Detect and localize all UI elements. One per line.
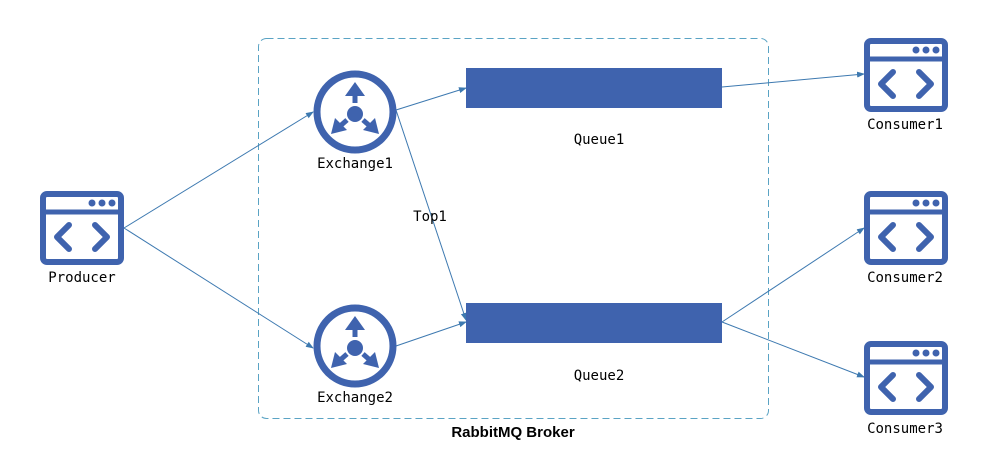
producer-node: Producer (43, 194, 121, 286)
queue2-node: Queue2 (466, 303, 722, 384)
arrow-queue2-to-consumer3 (721, 321, 865, 378)
consumer3-node: Consumer3 (867, 344, 945, 437)
exchange-router-icon (317, 74, 393, 150)
arrow-exchange1-to-queue2 (395, 109, 467, 321)
queue1-node: Queue1 (466, 68, 722, 148)
arrow-producer-to-exchange2 (123, 227, 314, 349)
exchange1-label: Exchange1 (317, 156, 393, 172)
arrow-queue1-to-consumer1 (721, 71, 865, 88)
consumer1-label: Consumer1 (867, 117, 943, 133)
producer-label: Producer (48, 270, 115, 286)
consumer2-label: Consumer2 (867, 270, 943, 286)
exchange-router-icon (317, 308, 393, 384)
app-window-code-icon (43, 194, 121, 262)
arrow-queue2-to-consumer2 (721, 227, 865, 323)
queue1-bar (466, 68, 722, 108)
edge-label-top1: Top1 (413, 209, 447, 225)
arrow-producer-to-exchange1 (123, 111, 314, 229)
queue1-label: Queue1 (574, 132, 625, 148)
arrow-exchange2-to-queue2 (395, 321, 467, 347)
exchange2-node: Exchange2 (317, 308, 393, 406)
queue2-label: Queue2 (574, 368, 625, 384)
app-window-code-icon (867, 41, 945, 109)
exchange2-label: Exchange2 (317, 390, 393, 406)
broker-boundary (258, 38, 769, 419)
broker-label: RabbitMQ Broker (451, 424, 575, 441)
connectors (123, 71, 865, 378)
exchange1-node: Exchange1 (317, 74, 393, 172)
app-window-code-icon (867, 344, 945, 412)
consumer2-node: Consumer2 (867, 194, 945, 286)
queue2-bar (466, 303, 722, 343)
consumer3-label: Consumer3 (867, 421, 943, 437)
consumer1-node: Consumer1 (867, 41, 945, 133)
app-window-code-icon (867, 194, 945, 262)
arrow-exchange1-to-queue1 (395, 87, 467, 111)
